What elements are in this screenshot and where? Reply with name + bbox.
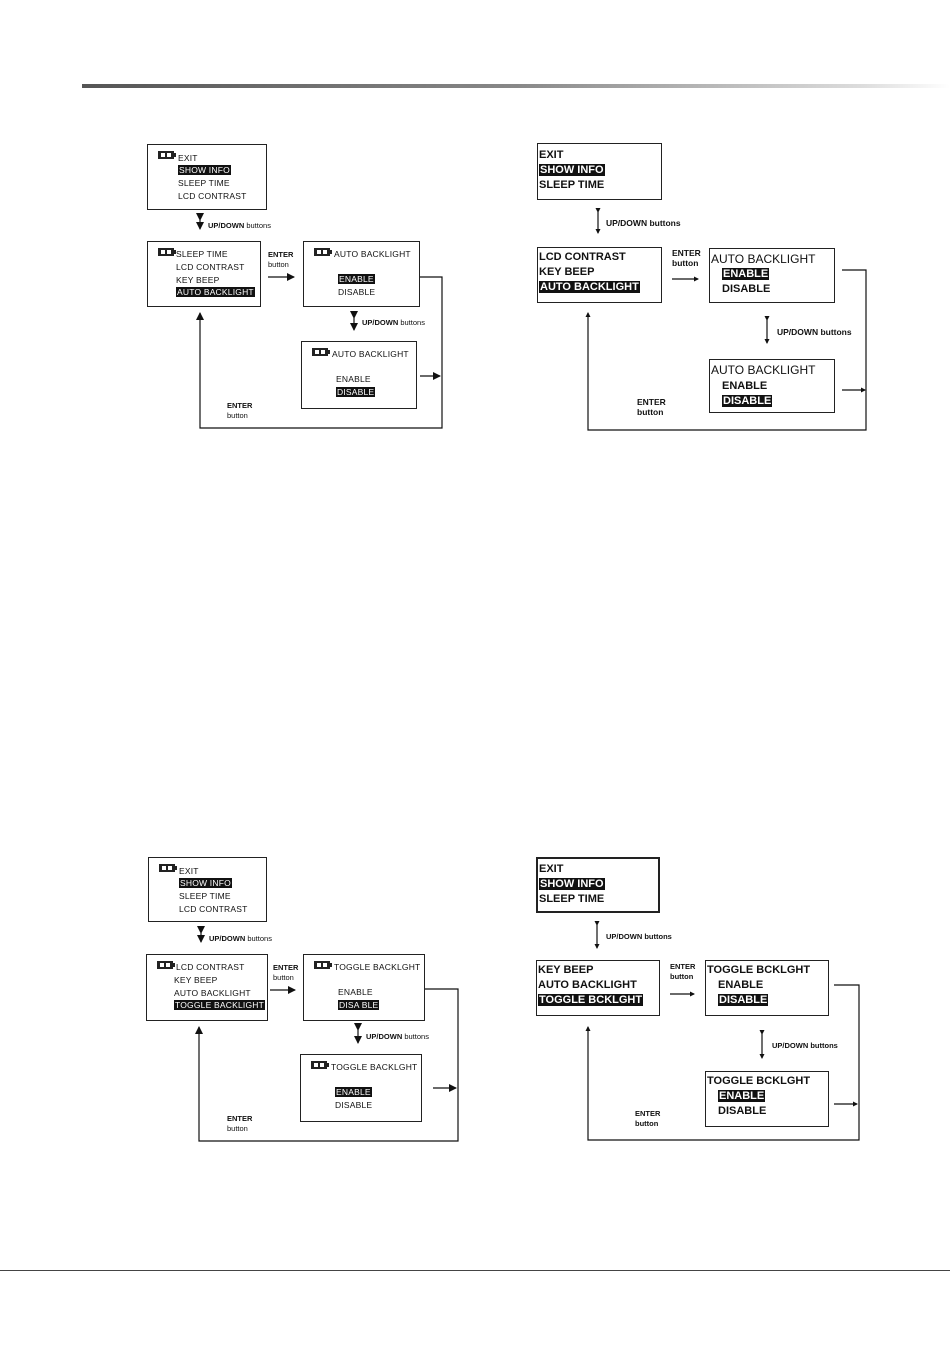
option-enable: ENABLE bbox=[338, 274, 375, 284]
lcd-screen-submenu: SLEEP TIME LCD CONTRAST KEY BEEP AUTO BA… bbox=[147, 241, 261, 307]
screen-title: AUTO BACKLIGHT bbox=[711, 252, 816, 266]
option-enable: ENABLE bbox=[722, 268, 770, 280]
option-disable: DISABLE bbox=[335, 1100, 373, 1110]
battery-icon bbox=[314, 248, 332, 256]
lcd-screen-auto-backlight-disable: AUTO BACKLIGHT ENABLE DISABLE bbox=[709, 359, 835, 413]
option-disable: DISABLE bbox=[722, 283, 771, 295]
lcd-screen-submenu: LCD CONTRAST KEY BEEP AUTO BACKLIGHT TOG… bbox=[146, 954, 268, 1021]
menu-item-lcd-contrast: LCD CONTRAST bbox=[178, 191, 247, 201]
lcd-screen-auto-backlight-disable: AUTO BACKLIGHT ENABLE DISABLE bbox=[301, 341, 417, 409]
battery-icon bbox=[311, 1061, 329, 1069]
menu-item-sleep-time: SLEEP TIME bbox=[539, 179, 605, 191]
menu-item-show-info: SHOW INFO bbox=[539, 164, 605, 176]
option-enable: ENABLE bbox=[722, 380, 768, 392]
menu-item-show-info: SHOW INFO bbox=[179, 878, 232, 888]
lcd-screen-main-menu: EXIT SHOW INFO SLEEP TIME bbox=[537, 143, 662, 200]
screen-title: TOGGLE BACKLGHT bbox=[331, 1062, 418, 1072]
option-enable: ENABLE bbox=[718, 979, 764, 991]
updown-label: UP/DOWN buttons bbox=[209, 934, 272, 943]
menu-item-show-info: SHOW INFO bbox=[539, 878, 605, 890]
menu-item-sleep-time: SLEEP TIME bbox=[176, 249, 228, 259]
option-disable: DISABLE bbox=[718, 1105, 767, 1117]
menu-item-lcd-contrast: LCD CONTRAST bbox=[176, 962, 245, 972]
updown-label: UP/DOWN buttons bbox=[777, 327, 852, 337]
option-enable: ENABLE bbox=[335, 1087, 372, 1097]
return-path bbox=[585, 984, 860, 1141]
menu-item-exit: EXIT bbox=[539, 149, 564, 161]
header-rule bbox=[82, 84, 950, 88]
option-disable: DISABLE bbox=[336, 387, 376, 397]
return-path bbox=[196, 276, 443, 429]
lcd-screen-main-menu: EXIT SHOW INFO SLEEP TIME LCD CONTRAST bbox=[147, 144, 267, 210]
screen-title: AUTO BACKLIGHT bbox=[711, 363, 816, 377]
menu-item-sleep-time: SLEEP TIME bbox=[179, 891, 231, 901]
battery-icon bbox=[158, 151, 176, 159]
menu-item-auto-backlight: AUTO BACKLIGHT bbox=[539, 281, 640, 293]
option-enable: ENABLE bbox=[336, 374, 371, 384]
option-disable: DISABLE bbox=[338, 287, 376, 297]
option-disable: DISABLE bbox=[718, 994, 769, 1006]
return-path bbox=[195, 988, 459, 1142]
option-disable: DISABLE bbox=[722, 395, 773, 407]
menu-item-toggle-backlight: TOGGLE BCKLGHT bbox=[538, 994, 644, 1006]
menu-item-show-info: SHOW INFO bbox=[178, 165, 231, 175]
menu-item-lcd-contrast: LCD CONTRAST bbox=[539, 251, 626, 263]
lcd-screen-toggle-backlight-enable: TOGGLE BACKLGHT ENABLE DISABLE bbox=[300, 1054, 422, 1122]
screen-title: TOGGLE BCKLGHT bbox=[707, 1075, 811, 1087]
lcd-screen-main-menu: EXIT SHOW INFO SLEEP TIME bbox=[536, 857, 660, 913]
menu-item-exit: EXIT bbox=[179, 866, 199, 876]
menu-item-auto-backlight: AUTO BACKLIGHT bbox=[174, 988, 251, 998]
updown-label: UP/DOWN buttons bbox=[606, 932, 672, 941]
battery-icon bbox=[314, 961, 332, 969]
screen-title: AUTO BACKLIGHT bbox=[334, 249, 411, 259]
return-path bbox=[585, 269, 867, 431]
battery-icon bbox=[158, 248, 176, 256]
menu-item-sleep-time: SLEEP TIME bbox=[178, 178, 230, 188]
menu-item-key-beep: KEY BEEP bbox=[538, 964, 594, 976]
menu-item-lcd-contrast: LCD CONTRAST bbox=[176, 262, 245, 272]
menu-item-toggle-backlight: TOGGLE BACKLIGHT bbox=[174, 1000, 266, 1010]
updown-label: UP/DOWN buttons bbox=[772, 1041, 838, 1050]
updown-label: UP/DOWN buttons bbox=[606, 218, 681, 228]
updown-label: UP/DOWN buttons bbox=[366, 1032, 429, 1041]
menu-item-key-beep: KEY BEEP bbox=[539, 266, 595, 278]
lcd-screen-toggle-backlight-disable: TOGGLE BCKLGHT ENABLE DISABLE bbox=[705, 960, 829, 1016]
option-enable: ENABLE bbox=[338, 987, 373, 997]
screen-title: TOGGLE BCKLGHT bbox=[707, 964, 811, 976]
option-disable: DISA BLE bbox=[338, 1000, 380, 1010]
menu-item-auto-backlight: AUTO BACKLIGHT bbox=[538, 979, 637, 991]
updown-label: UP/DOWN buttons bbox=[208, 221, 271, 230]
battery-icon bbox=[312, 348, 330, 356]
lcd-screen-submenu: LCD CONTRAST KEY BEEP AUTO BACKLIGHT bbox=[537, 247, 662, 303]
footer-rule bbox=[0, 1270, 950, 1271]
menu-item-sleep-time: SLEEP TIME bbox=[539, 893, 605, 905]
lcd-screen-toggle-backlight-enable: TOGGLE BCKLGHT ENABLE DISABLE bbox=[705, 1071, 829, 1127]
menu-item-key-beep: KEY BEEP bbox=[176, 275, 220, 285]
screen-title: AUTO BACKLIGHT bbox=[332, 349, 409, 359]
battery-icon bbox=[159, 864, 177, 872]
lcd-screen-main-menu: EXIT SHOW INFO SLEEP TIME LCD CONTRAST bbox=[148, 857, 267, 922]
screen-title: TOGGLE BACKLGHT bbox=[334, 962, 421, 972]
option-enable: ENABLE bbox=[718, 1090, 766, 1102]
lcd-screen-auto-backlight-enable: AUTO BACKLIGHT ENABLE DISABLE bbox=[709, 248, 835, 303]
lcd-screen-auto-backlight-enable: AUTO BACKLIGHT ENABLE DISABLE bbox=[303, 241, 420, 307]
menu-item-exit: EXIT bbox=[178, 153, 198, 163]
menu-item-auto-backlight: AUTO BACKLIGHT bbox=[176, 287, 255, 297]
menu-item-exit: EXIT bbox=[539, 863, 564, 875]
menu-item-key-beep: KEY BEEP bbox=[174, 975, 218, 985]
menu-item-lcd-contrast: LCD CONTRAST bbox=[179, 904, 248, 914]
battery-icon bbox=[157, 961, 175, 969]
lcd-screen-submenu: KEY BEEP AUTO BACKLIGHT TOGGLE BCKLGHT bbox=[536, 960, 660, 1016]
lcd-screen-toggle-backlight-disable: TOGGLE BACKLGHT ENABLE DISA BLE bbox=[303, 954, 425, 1021]
updown-label: UP/DOWN buttons bbox=[362, 318, 425, 327]
